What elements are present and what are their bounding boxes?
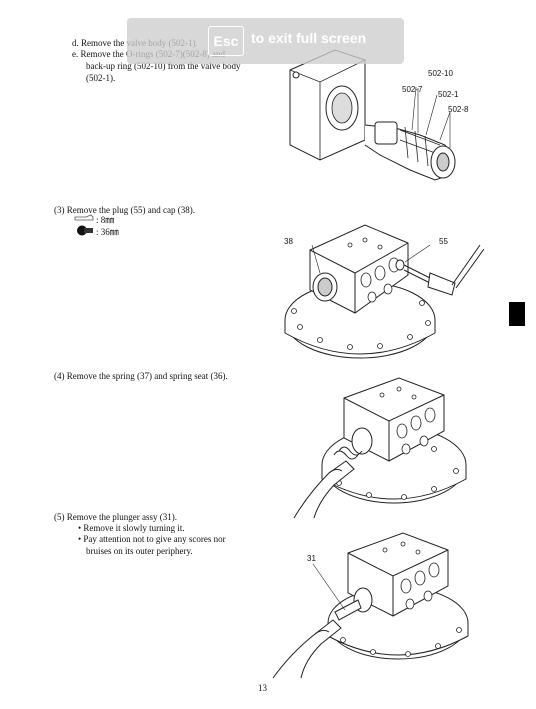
step-3-title: (3) Remove the plug (55) and cap (38). bbox=[54, 205, 195, 215]
page-number: 13 bbox=[258, 683, 267, 693]
valve-body-illustration: 502-10 502-7 502-1 502-8 bbox=[289, 49, 469, 181]
esc-key-badge[interactable]: Esc bbox=[208, 26, 244, 56]
step-e-line2: back-up ring (502-10) from the valve bod… bbox=[86, 61, 241, 71]
step-e-line3: (502-1). bbox=[86, 73, 116, 83]
bullet-1: • Remove it slowly turning it. bbox=[78, 523, 185, 533]
bullet-2: • Pay attention not to give any scores n… bbox=[78, 534, 226, 544]
callout-502-8: 502-8 bbox=[448, 105, 469, 114]
motor-plug-illustration: 38 55 bbox=[284, 224, 485, 359]
section-tab-marker bbox=[509, 302, 525, 326]
tool-size-1: : 8㎜ bbox=[96, 215, 115, 225]
plunger-removal-illustration: 31 bbox=[272, 532, 469, 679]
bullet-1-text: Remove it slowly turning it. bbox=[83, 523, 185, 533]
callout-38: 38 bbox=[284, 237, 293, 246]
bullet-2-cont: bruises on its outer periphery. bbox=[86, 546, 193, 556]
tool-size-2: : 36㎜ bbox=[96, 227, 119, 237]
fullscreen-exit-message: to exit full screen bbox=[251, 30, 367, 46]
step-5-title: (5) Remove the plunger assy (31). bbox=[54, 512, 177, 522]
callout-502-7: 502-7 bbox=[402, 85, 423, 94]
callout-502-10: 502-10 bbox=[428, 69, 453, 78]
spring-removal-illustration bbox=[293, 377, 467, 519]
callout-31: 31 bbox=[307, 554, 316, 563]
callout-55: 55 bbox=[439, 237, 448, 246]
callout-502-1: 502-1 bbox=[438, 90, 459, 99]
bullet-2-text: Pay attention not to give any scores nor bbox=[83, 534, 226, 544]
step-4-title: (4) Remove the spring (37) and spring se… bbox=[54, 371, 228, 381]
fullscreen-exit-notice: Esc to exit full screen bbox=[127, 18, 404, 64]
hex-wrench-icon bbox=[74, 214, 94, 221]
socket-icon bbox=[77, 225, 93, 236]
